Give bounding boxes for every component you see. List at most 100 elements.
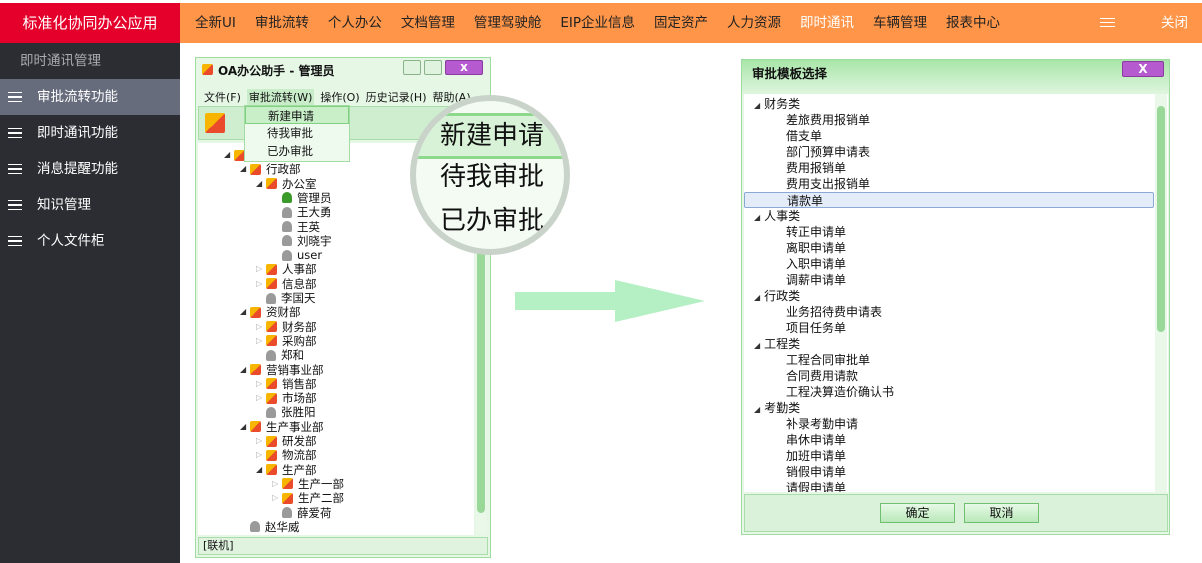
category-node[interactable]: ◢考勤类 [744,400,1154,416]
tree-node[interactable]: 薛爱荷 [272,506,332,520]
nav-item[interactable]: 个人办公 [327,15,382,31]
sidebar-item[interactable]: 审批流转功能 [0,79,180,115]
nav-item[interactable]: 固定资产 [654,15,709,31]
template-item[interactable]: 串休申请单 [786,433,847,447]
tree-node[interactable]: ▷生产二部 [272,491,344,505]
expand-icon[interactable]: ▷ [256,450,263,460]
nav-item[interactable]: 报表中心 [946,15,1001,31]
template-item[interactable]: 项目任务单 [786,321,847,335]
expand-icon[interactable]: ▷ [256,278,263,288]
collapse-icon[interactable]: ◢ [240,364,247,374]
tree-node[interactable]: 赵华威 [240,520,300,534]
template-item[interactable]: 请假申请单 [786,481,847,492]
template-item[interactable]: 费用报销单 [786,161,847,175]
tree-node[interactable]: 郑和 [256,348,304,362]
menu-item[interactable]: 操作(O) [320,91,360,104]
template-item[interactable]: 部门预算申请表 [786,145,871,159]
tree-node[interactable]: ▷人事部 [256,262,317,276]
tree-node[interactable]: ▷市场部 [256,391,317,405]
sidebar-item[interactable]: 消息提醒功能 [0,151,180,187]
close-button[interactable]: 关闭 [1161,15,1188,31]
expand-icon[interactable]: ▷ [272,478,279,488]
category-node[interactable]: ◢工程类 [744,336,1154,352]
expand-icon[interactable]: ▷ [272,493,279,503]
nav-item[interactable]: 全新UI [195,15,236,31]
tree-scrollbar[interactable] [476,143,486,535]
tree-node[interactable]: ◢生产事业部 [240,420,324,434]
collapse-icon[interactable]: ◢ [240,307,247,317]
menu-item[interactable]: 历史记录(H) [365,91,427,104]
template-item[interactable]: 差旅费用报销单 [786,113,871,127]
template-item[interactable]: 离职申请单 [786,241,847,255]
tree-node[interactable]: 刘晓宇 [272,234,332,248]
tree-node[interactable]: 王大勇 [272,205,332,219]
dialog-close-button[interactable]: X [1122,61,1164,77]
tree-node[interactable]: ◢营销事业部 [240,363,324,377]
tree-node[interactable]: ◢资财部 [240,305,301,319]
dialog-scrollbar[interactable] [1155,94,1167,492]
template-item[interactable]: 销假申请单 [786,465,847,479]
template-item[interactable]: 工程合同审批单 [786,353,871,367]
tree-node[interactable]: ▷信息部 [256,277,317,291]
template-item[interactable]: 入职申请单 [786,257,847,271]
dropdown-item[interactable]: 待我审批 [267,126,313,140]
tree-node[interactable]: 张胜阳 [256,405,316,419]
tree-node[interactable]: ◢办公室 [256,177,317,191]
expand-icon[interactable]: ▷ [256,378,263,388]
menu-item[interactable]: 文件(F) [204,91,241,104]
expand-icon[interactable]: ▷ [256,264,263,274]
template-item[interactable]: 借支单 [786,129,823,143]
dropdown-item[interactable]: 已办审批 [267,144,313,158]
dropdown-item[interactable]: 新建申请 [245,106,349,124]
expand-icon[interactable]: ▷ [256,335,263,345]
template-item[interactable]: 业务招待费申请表 [786,305,883,319]
template-item[interactable]: 转正申请单 [786,225,847,239]
tree-node[interactable]: ▷财务部 [256,320,317,334]
collapse-icon[interactable]: ◢ [754,405,761,414]
tree-node[interactable]: 陈国伟 [224,534,284,535]
nav-item[interactable]: 文档管理 [400,15,455,31]
collapse-icon[interactable]: ◢ [754,213,761,222]
collapse-icon[interactable]: ◢ [754,101,761,110]
sidebar-item[interactable]: 个人文件柜 [0,223,180,259]
template-item[interactable]: 调薪申请单 [786,273,847,287]
maximize-button[interactable] [424,60,442,75]
collapse-icon[interactable]: ◢ [256,178,263,188]
tree-node[interactable]: 王英 [272,220,320,234]
collapse-icon[interactable]: ◢ [256,464,263,474]
tree-node[interactable]: ◢ [224,148,250,162]
hamburger-icon[interactable] [1100,15,1115,29]
template-item[interactable]: 补录考勤申请 [786,417,859,431]
tree-node[interactable]: ▷物流部 [256,448,317,462]
nav-item[interactable]: 车辆管理 [873,15,928,31]
nav-item[interactable]: 管理驾驶舱 [473,15,542,31]
collapse-icon[interactable]: ◢ [240,164,247,174]
category-node[interactable]: ◢财务类 [744,96,1154,112]
minimize-button[interactable] [403,60,421,75]
tree-node[interactable]: ▷采购部 [256,334,317,348]
cancel-button[interactable]: 取消 [964,503,1039,523]
tree-node[interactable]: ◢生产部 [256,463,317,477]
tree-node[interactable]: ▷销售部 [256,377,317,391]
sidebar-item[interactable]: 知识管理 [0,187,180,223]
expand-icon[interactable]: ▷ [256,393,263,403]
window-close-button[interactable]: x [445,60,483,75]
expand-icon[interactable]: ▷ [256,436,263,445]
tree-node[interactable]: ◢行政部 [240,162,301,176]
tree-node[interactable]: 李国天 [256,291,316,305]
collapse-icon[interactable]: ◢ [240,421,247,431]
nav-item[interactable]: EIP企业信息 [560,15,636,31]
category-node[interactable]: ◢行政类 [744,288,1154,304]
template-item[interactable]: 请款单 [744,192,1154,208]
tree-node[interactable]: ▷生产一部 [272,477,344,491]
nav-item[interactable]: 即时通讯 [800,15,855,31]
ok-button[interactable]: 确定 [880,503,955,523]
template-item[interactable]: 费用支出报销单 [786,177,871,191]
tree-node[interactable]: ▷研发部 [256,434,317,448]
collapse-icon[interactable]: ◢ [224,150,231,159]
collapse-icon[interactable]: ◢ [754,341,761,350]
tree-node[interactable]: 管理员 [272,191,332,205]
expand-icon[interactable]: ▷ [256,321,263,331]
tree-node[interactable]: user [272,248,322,262]
menu-item[interactable]: 审批流转(W) [246,89,315,105]
